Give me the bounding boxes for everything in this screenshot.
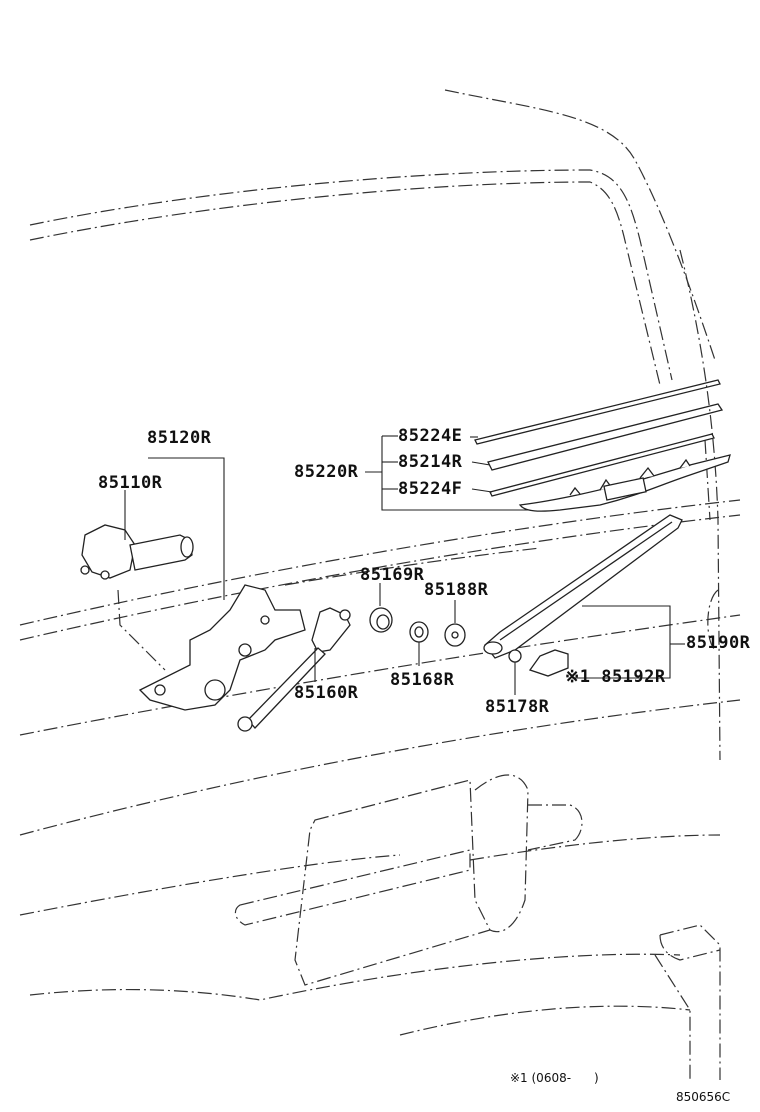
label-85160R: 85160R — [294, 683, 359, 703]
washers — [369, 607, 466, 647]
nut-85178R — [508, 649, 522, 663]
wiper-bracket-85120R — [138, 584, 306, 711]
label-85214R: 85214R — [398, 452, 463, 472]
wiper-blade-parts — [474, 379, 731, 512]
label-85168R: 85168R — [390, 670, 455, 690]
wiper-motor-85110R — [80, 524, 194, 580]
label-85220R: 85220R — [294, 462, 359, 482]
leader-lines — [124, 435, 685, 695]
label-85169R: 85169R — [360, 565, 425, 585]
label-85224F: 85224F — [398, 479, 463, 499]
pivot-link — [237, 607, 351, 732]
label-85192R: ※1 85192R — [565, 667, 666, 687]
label-85224E: 85224E — [398, 426, 463, 446]
motor-to-bracket-line — [117, 589, 166, 671]
diagram-code: 850656C — [676, 1090, 731, 1104]
label-85178R: 85178R — [485, 697, 550, 717]
label-85120R: 85120R — [147, 428, 212, 448]
label-85110R: 85110R — [98, 473, 163, 493]
cover-85192R — [528, 649, 569, 677]
footnote: ※1 (0608- ) — [510, 1071, 599, 1085]
label-85190R: 85190R — [686, 633, 751, 653]
label-85188R: 85188R — [424, 580, 489, 600]
wiper-arm — [483, 514, 683, 659]
